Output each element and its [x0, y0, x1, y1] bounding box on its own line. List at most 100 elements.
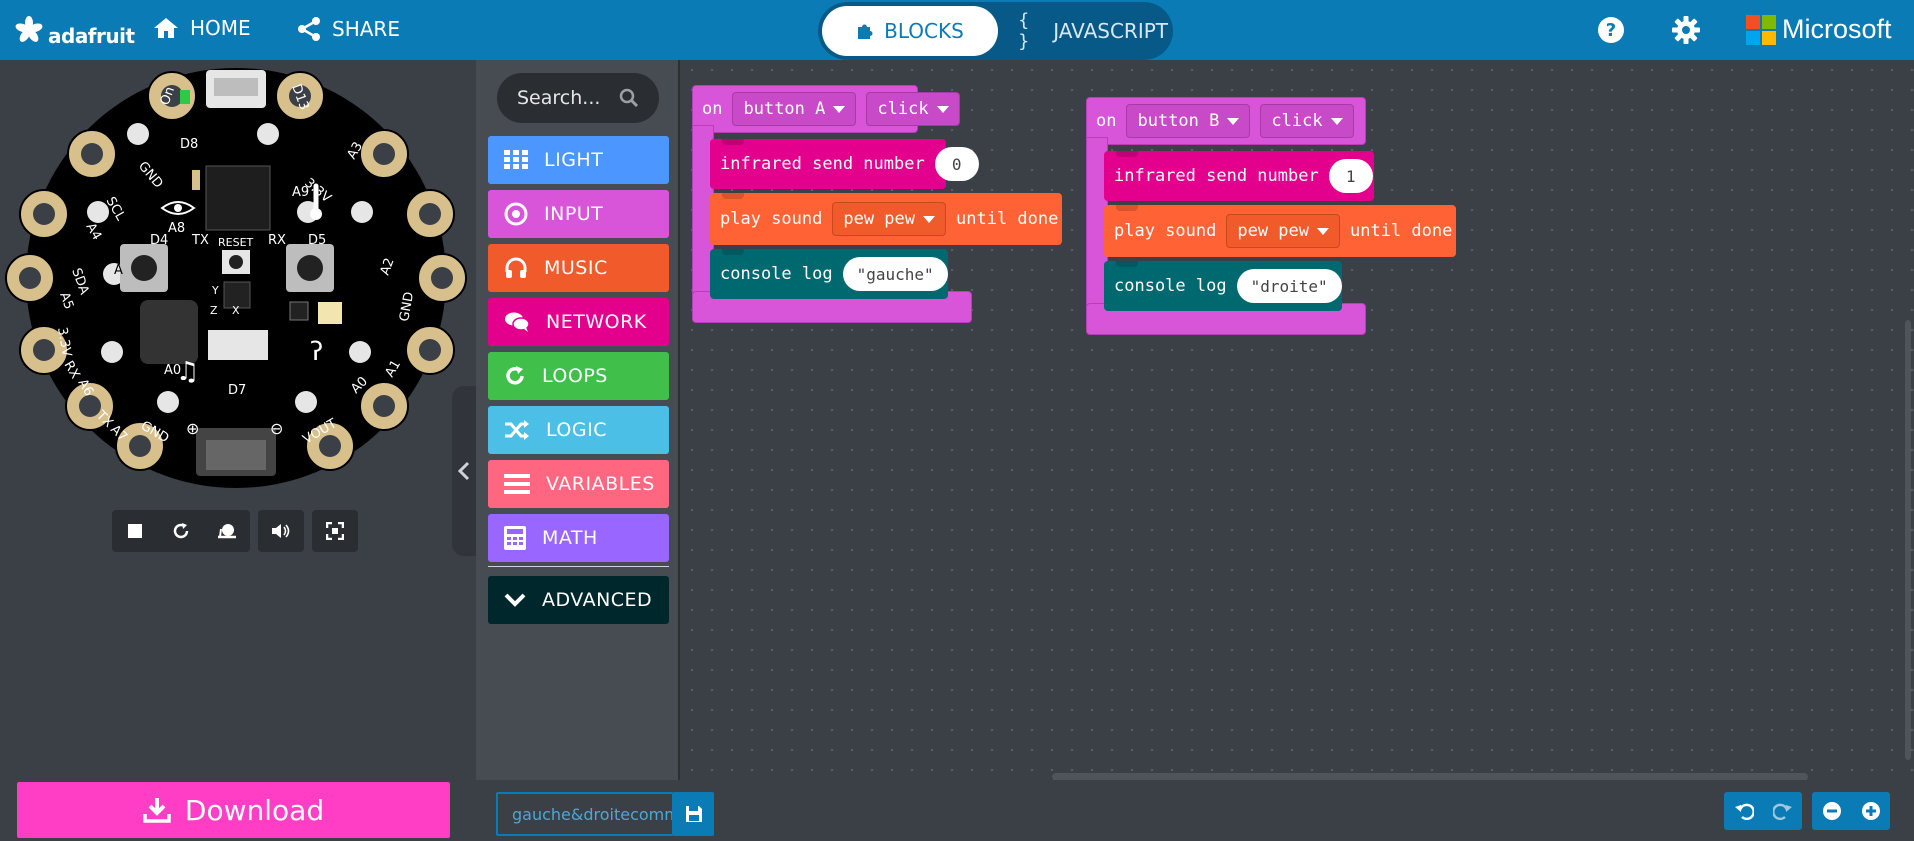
plus-icon: ⊕ [186, 419, 199, 438]
infrared-send-block[interactable]: infrared send number 0 [710, 139, 979, 189]
play-sound-label: play sound [720, 209, 823, 229]
button-dropdown[interactable]: button A [732, 92, 857, 126]
puzzle-icon [858, 24, 873, 39]
search-input[interactable]: Search... [517, 87, 601, 109]
action-dropdown-value: click [1271, 111, 1323, 131]
board-label-a6: A6 [75, 377, 97, 399]
workspace-horizontal-scrollbar[interactable] [1052, 773, 1808, 781]
minus-icon: ⊖ [270, 419, 283, 438]
save-button[interactable] [674, 792, 714, 836]
sound-dropdown-value: pew pew [843, 209, 916, 229]
console-log-text: gauche [866, 264, 925, 284]
board-label-a2: A2 [378, 256, 398, 277]
console-log-text-input[interactable]: "droite" [1236, 269, 1342, 303]
blocks-tab[interactable]: BLOCKS [822, 6, 998, 56]
caret-down-icon [923, 215, 936, 223]
toolbox-search[interactable]: Search... [497, 73, 659, 123]
infrared-value-input[interactable]: 0 [934, 147, 979, 181]
settings-button[interactable] [1670, 14, 1702, 46]
sound-dropdown[interactable]: pew pew [1226, 214, 1341, 248]
sound-dropdown[interactable]: pew pew [832, 202, 947, 236]
javascript-tab[interactable]: { } JAVASCRIPT [1018, 6, 1168, 56]
flower-logo-icon [15, 16, 43, 42]
download-label: Download [184, 793, 325, 827]
button-dropdown-value: button B [1137, 111, 1220, 131]
collapse-simulator-button[interactable] [452, 386, 476, 556]
target-icon [504, 202, 528, 226]
category-variables[interactable]: VARIABLES [488, 460, 669, 508]
board-label-gnd-right: GND [397, 291, 417, 323]
category-math[interactable]: MATH [488, 514, 669, 562]
stop-icon [128, 524, 142, 538]
slow-mo-button[interactable] [204, 510, 250, 552]
caret-down-icon [936, 105, 949, 113]
zoom-group [1812, 792, 1890, 830]
share-button[interactable]: SHARE [296, 16, 400, 42]
board-label-a3: A3 [344, 140, 366, 162]
console-log-block[interactable]: console log "gauche" [710, 249, 948, 299]
gear-icon [1672, 16, 1700, 44]
top-bar: adafruit HOME SHARE BLOCKS { } JAVASCRIP… [0, 0, 1914, 60]
action-dropdown[interactable]: click [866, 92, 960, 126]
help-button[interactable]: ? [1595, 14, 1627, 46]
undo-redo-group [1724, 792, 1802, 830]
event-block-button-a[interactable]: on button A click infrared send number 0… [692, 85, 1062, 339]
help-icon: ? [1598, 17, 1624, 43]
undo-icon[interactable] [1734, 802, 1754, 820]
block-notch [1116, 261, 1138, 267]
adafruit-logo[interactable]: adafruit [14, 12, 135, 48]
download-button[interactable]: Download [17, 782, 450, 838]
search-icon [619, 88, 639, 108]
category-label: MATH [542, 527, 598, 549]
restart-button[interactable] [158, 510, 204, 552]
infrared-send-block[interactable]: infrared send number 1 [1104, 151, 1374, 201]
category-advanced[interactable]: ADVANCED [488, 576, 669, 624]
block-notch [1116, 205, 1138, 211]
zoom-out-icon[interactable] [1822, 801, 1842, 821]
category-network[interactable]: NETWORK [488, 298, 669, 346]
sound-dropdown-value: pew pew [1237, 221, 1310, 241]
category-light[interactable]: LIGHT [488, 136, 669, 184]
infrared-send-label: infrared send number [1114, 166, 1319, 186]
play-sound-block[interactable]: play sound pew pew until done [710, 193, 1062, 245]
list-icon [504, 474, 530, 494]
console-log-label: console log [1114, 276, 1227, 296]
category-logic[interactable]: LOGIC [488, 406, 669, 454]
category-input[interactable]: INPUT [488, 190, 669, 238]
fullscreen-button[interactable] [312, 510, 358, 552]
circuit-playground-board[interactable]: On D13 GND D8 SCL A4 3.3V A3 A9 A8 SDA A… [0, 60, 476, 500]
board-label-axis-z: Z [210, 304, 218, 317]
mute-button[interactable] [258, 510, 304, 552]
category-loops[interactable]: LOOPS [488, 352, 669, 400]
board-label-btn-b: B [346, 263, 355, 278]
zoom-in-icon[interactable] [1861, 801, 1881, 821]
logo-text: adafruit [48, 24, 135, 48]
board-label-d4: D4 [150, 233, 168, 248]
board-label-btn-a: A [114, 263, 123, 278]
bottom-toolbar: gauche&droitecommande [476, 780, 1914, 841]
category-music[interactable]: MUSIC [488, 244, 669, 292]
toolbox-divider [488, 566, 669, 567]
stop-button[interactable] [112, 510, 158, 552]
ear-icon: ʔ [310, 337, 323, 367]
board-label-a1: A1 [382, 358, 404, 380]
home-button[interactable]: HOME [152, 16, 251, 40]
console-log-text-input[interactable]: "gauche" [842, 257, 948, 291]
event-on-label: on [702, 99, 723, 119]
infrared-value-input[interactable]: 1 [1328, 159, 1373, 193]
redo-icon[interactable] [1772, 802, 1793, 820]
simulator-panel: On D13 GND D8 SCL A4 3.3V A3 A9 A8 SDA A… [0, 60, 476, 841]
blocks-workspace[interactable]: on button A click infrared send number 0… [682, 60, 1914, 780]
button-dropdown[interactable]: button B [1126, 104, 1251, 138]
category-label: INPUT [544, 203, 604, 225]
eye-icon [160, 201, 196, 215]
workspace-vertical-scrollbar[interactable] [1905, 320, 1911, 760]
microsoft-logo[interactable]: Microsoft [1746, 14, 1892, 45]
play-sound-block[interactable]: play sound pew pew until done [1104, 205, 1456, 257]
action-dropdown[interactable]: click [1260, 104, 1354, 138]
category-label: LOOPS [542, 365, 608, 387]
project-name-input[interactable]: gauche&droitecommande [496, 792, 674, 836]
event-block-button-b[interactable]: on button B click infrared send number 1… [1086, 97, 1456, 351]
console-log-block[interactable]: console log "droite" [1104, 261, 1342, 311]
svg-text:?: ? [1606, 20, 1616, 41]
